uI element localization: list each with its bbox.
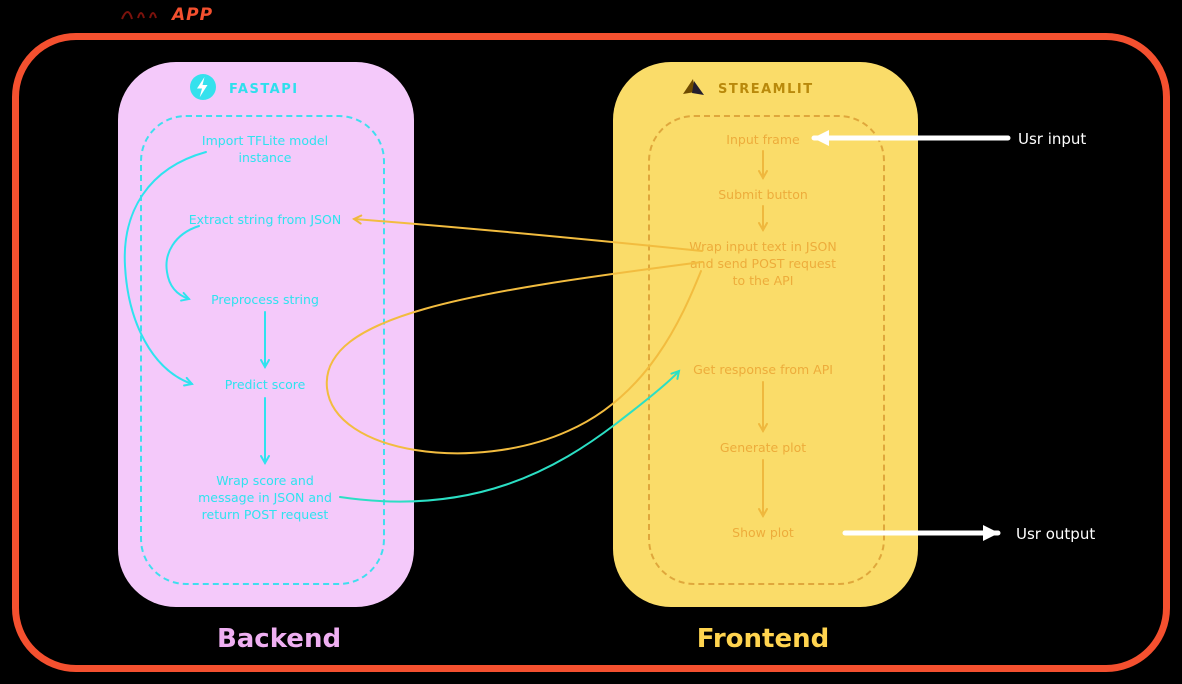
backend-step-predict-score: Predict score <box>224 377 306 392</box>
app-outer-border <box>12 33 1170 672</box>
user-output-label: Usr output <box>1016 525 1096 543</box>
backend-panel-label: Backend <box>216 624 342 654</box>
backend-header: FASTAPI <box>190 74 299 104</box>
backend-step-extract-string: Extract string from JSON <box>188 212 342 227</box>
app-label: APP <box>118 3 213 27</box>
user-input-label: Usr input <box>1018 130 1087 148</box>
frontend-step-input-frame: Input frame <box>726 132 800 147</box>
backend-step-wrap-response: Wrap score and message in JSON and retur… <box>198 473 332 522</box>
frontend-title: STREAMLIT <box>718 81 814 97</box>
streamlit-logo-icon <box>681 76 705 102</box>
frontend-step-wrap-request: Wrap input text in JSON and send POST re… <box>689 239 837 288</box>
backend-step-preprocess: Preprocess string <box>211 292 319 307</box>
frontend-panel-label: Frontend <box>696 624 830 654</box>
backend-title: FASTAPI <box>229 81 299 97</box>
frontend-step-submit-button: Submit button <box>718 187 808 202</box>
frontend-step-show-plot: Show plot <box>732 525 794 540</box>
frontend-step-generate-plot: Generate plot <box>719 440 807 455</box>
app-title: APP <box>172 5 214 25</box>
frontend-header: STREAMLIT <box>681 76 814 102</box>
backend-step-import-model: Import TFLite model instance <box>201 133 329 165</box>
frontend-step-get-response: Get response from API <box>693 362 833 377</box>
lightning-bolt-icon <box>190 74 216 104</box>
app-logo-icon <box>118 3 164 27</box>
